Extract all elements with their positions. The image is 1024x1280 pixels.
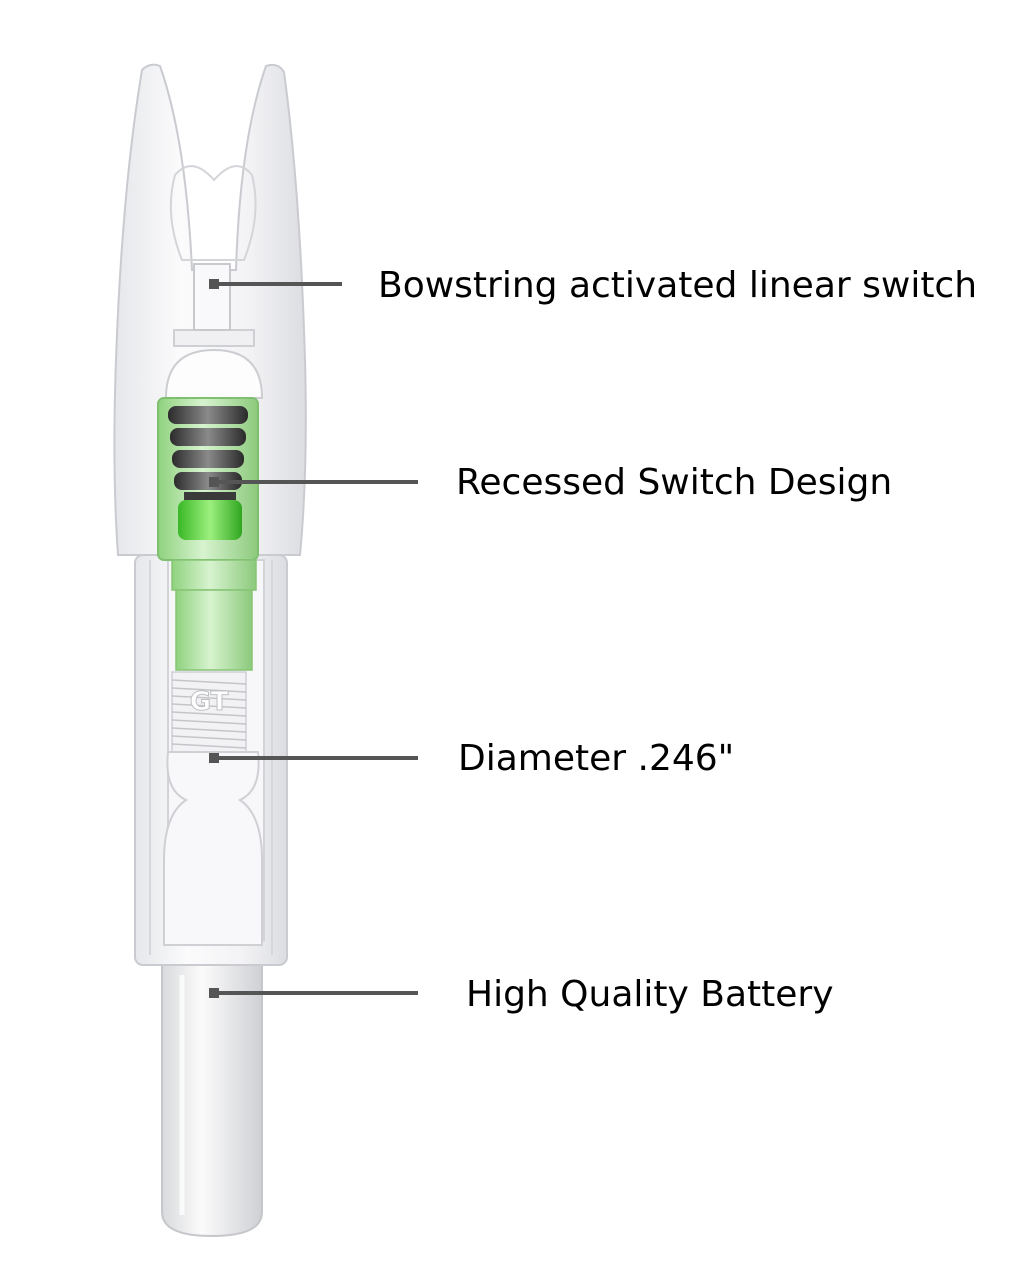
callout-leader-switch <box>214 282 342 286</box>
green-core <box>171 559 257 671</box>
callout-label-recessed: Recessed Switch Design <box>456 462 893 503</box>
callout-label-switch: Bowstring activated linear switch <box>378 265 978 306</box>
switch-spring-coils <box>168 406 248 500</box>
callout-leader-recessed <box>214 480 418 484</box>
recessed-switch <box>157 397 259 561</box>
waist-section <box>163 751 263 946</box>
callout-label-diameter: Diameter .246" <box>458 738 735 779</box>
callout-leader-diameter <box>214 756 418 760</box>
callout-label-battery: High Quality Battery <box>466 974 834 1015</box>
battery-cell <box>161 957 263 1238</box>
callout-leader-battery <box>214 991 418 995</box>
part-marking: GT <box>190 687 229 717</box>
threaded-section: GT <box>171 671 247 753</box>
